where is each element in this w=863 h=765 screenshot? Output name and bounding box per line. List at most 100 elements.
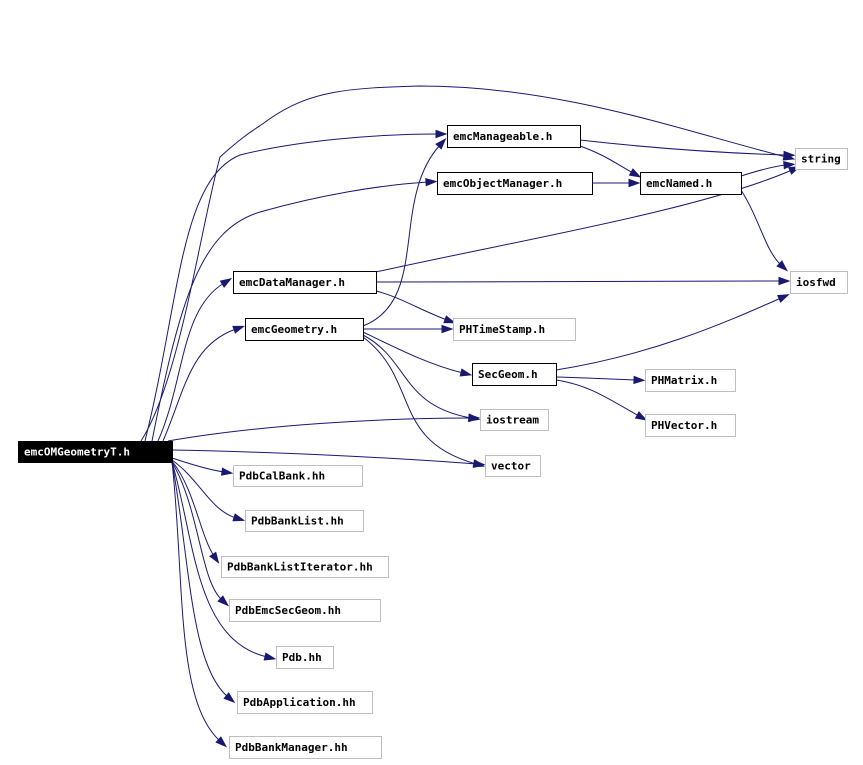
node-box [229,599,381,622]
arrowhead-icon [777,294,790,303]
edge-emcManageable-to-string [579,139,796,160]
edge-line [579,139,787,156]
node-iostream[interactable]: iostream [480,409,549,431]
node-label: emcGeometry.h [251,323,337,336]
edge-line [144,133,439,442]
edge-emcGeometry-to-PHTimeStamp [363,324,454,334]
arrowhead-icon [628,178,641,188]
edge-root-to-PdbEmcSecGeom [171,461,230,607]
node-box [480,409,549,431]
edge-line [140,85,787,442]
edge-emcDataManager-to-PHTimeStamp [375,290,456,324]
arrowhead-icon [459,368,473,377]
node-PdbCalBank[interactable]: PdbCalBank.hh [233,465,363,487]
node-emcGeometry[interactable]: emcGeometry.h [245,318,364,341]
edge-line [740,164,787,177]
edge-line [555,379,640,417]
node-emcNamed[interactable]: emcNamed.h [640,172,742,195]
edge-emcGeometry-to-iostream [362,334,481,422]
edge-root-to-PdbApplication [171,461,236,704]
arrowhead-icon [263,652,277,661]
edge-root-to-PdbBankListIterator [171,460,220,564]
node-vector[interactable]: vector [485,455,541,477]
node-box [233,271,377,294]
arrowhead-icon [435,137,447,150]
node-label: PdbApplication.hh [243,696,356,709]
node-PdbApplication[interactable]: PdbApplication.hh [237,691,373,714]
edge-line [171,461,223,601]
edge-line [362,336,477,465]
edge-line [171,461,268,658]
edge-root-to-emcManageable [144,129,448,442]
edge-line [362,334,472,419]
edge-emcNamed-to-string [740,161,796,177]
edge-emcGeometry-to-vector [362,336,486,468]
node-PHTimeStamp[interactable]: PHTimeStamp.h [453,318,576,341]
arrowhead-icon [209,551,220,564]
edge-line [555,376,637,381]
node-label: PHTimeStamp.h [459,323,545,336]
edge-emcManageable-to-emcNamed [579,145,642,178]
edge-SecGeom-to-iosfwd [555,294,790,371]
edge-line [362,144,441,327]
node-label: PdbBankListIterator.hh [227,561,373,574]
node-label: iosfwd [796,276,836,289]
node-label: PdbEmcSecGeom.hh [235,604,341,617]
node-string[interactable]: string [795,148,848,170]
edge-root-to-iostream [167,413,481,442]
edge-line [375,290,448,321]
edge-root-to-PdbCalBank [171,457,234,476]
node-label: Pdb.hh [282,651,322,664]
node-SecGeom[interactable]: SecGeom.h [472,363,557,386]
node-PdbEmcSecGeom[interactable]: PdbEmcSecGeom.hh [229,599,381,622]
node-Pdb[interactable]: Pdb.hh [276,646,334,669]
node-label: PdbCalBank.hh [239,470,325,483]
node-PHMatrix[interactable]: PHMatrix.h [645,369,736,392]
arrowhead-icon [232,513,246,522]
arrowhead-icon [783,150,796,160]
node-PdbBankList[interactable]: PdbBankList.hh [245,510,364,532]
node-label: emcOMGeometryT.h [24,446,130,459]
node-box [237,691,373,714]
arrowhead-icon [467,413,481,422]
edge-root-to-emcDataManager [157,278,233,442]
node-box [645,369,736,392]
arrowhead-icon [443,315,456,324]
arrowhead-icon [223,692,236,704]
edge-emcGeometry-to-emcManageable [362,137,447,327]
arrowhead-icon [217,595,230,607]
nodes-layer: emcOMGeometryT.h emcManageable.h emcObject… [18,125,848,759]
node-box [453,318,576,341]
edge-emcNamed-to-iosfwd [740,189,788,272]
arrowhead-icon [441,324,454,334]
node-box [640,172,742,195]
node-label: emcNamed.h [646,177,712,190]
node-emcObjectManager[interactable]: emcObjectManager.h [437,172,593,195]
node-label: string [801,153,841,166]
edge-line [740,189,782,266]
edge-line [362,331,464,374]
node-label: emcDataManager.h [239,276,345,289]
arrowhead-icon [783,161,796,170]
node-label: PHVector.h [651,419,717,432]
node-box [485,455,541,477]
node-PHVector[interactable]: PHVector.h [645,414,736,437]
edge-emcObjectManager-to-emcNamed [592,178,641,188]
edge-root-to-Pdb [171,461,277,661]
node-label: emcManageable.h [453,130,552,143]
node-emcManageable[interactable]: emcManageable.h [447,125,581,148]
edge-SecGeom-to-PHMatrix [555,375,646,385]
node-PdbBankManager[interactable]: PdbBankManager.hh [229,736,382,759]
node-root: emcOMGeometryT.h [18,441,173,463]
node-iosfwd[interactable]: iosfwd [790,271,848,294]
edge-line [167,417,472,442]
node-PdbBankListIterator[interactable]: PdbBankListIterator.hh [221,556,389,578]
edge-line [375,169,793,273]
arrowhead-icon [776,260,788,272]
edge-line [171,461,229,698]
node-box [472,363,557,386]
edge-line [579,145,634,174]
node-emcDataManager[interactable]: emcDataManager.h [233,271,377,294]
node-box [245,318,364,341]
